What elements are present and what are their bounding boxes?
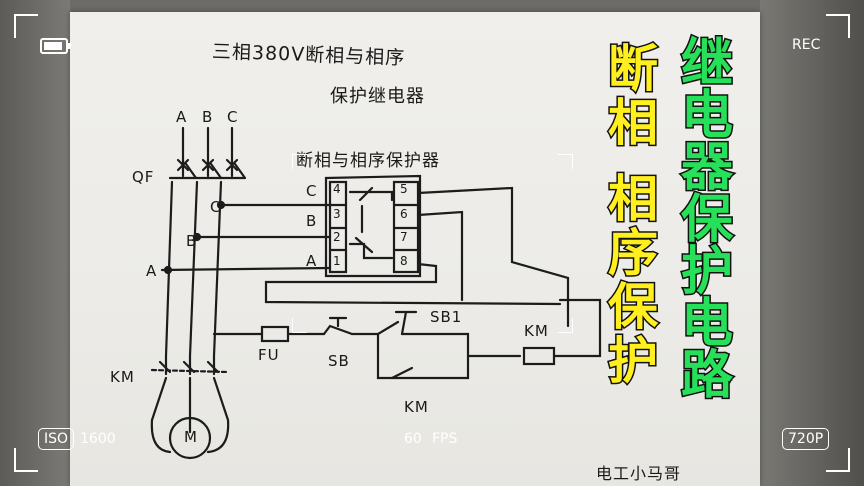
viewfinder-corner-tl [14,14,38,38]
terminal-2: 2 [333,230,342,244]
viewfinder-corner-br [826,448,850,472]
iso-value: 1600 [80,431,116,447]
overlay-green-char-5: 护 [679,242,734,302]
overlay-green-char-6: 电 [679,294,734,354]
wire-out-5 [416,186,570,328]
resolution-badge: 720P [782,428,830,450]
sb1-button [376,310,418,336]
wire-out-8 [264,262,562,306]
qf-x-b [201,158,215,172]
terminal-1: 1 [333,254,342,268]
module-label: 断相与相序保护器 [296,151,440,171]
module-box [324,174,422,278]
tap-c-label: C [210,198,222,216]
km-aux-contact [390,366,414,380]
overlay-green-char-2: 电 [679,86,734,146]
overlay-yellow-char-4: 序 [607,224,660,282]
terminal-4: 4 [333,182,342,196]
terminal-3: 3 [333,207,342,221]
module-input-c: C [306,182,318,200]
sb1-label: SB1 [430,308,463,326]
wire-out-6 [416,210,464,302]
terminal-8: 8 [400,254,409,268]
overlay-yellow-char-6: 护 [607,332,660,390]
fuse-fu [260,325,290,343]
fps-label: FPS [432,431,458,447]
overlay-yellow: 断 相 相 序 保 护 [606,40,660,390]
overlay-green-char-3: 器 [679,138,734,198]
tap-b-label: B [186,232,198,250]
signature: 电工小马哥 [596,464,682,483]
phase-c-label: C [227,108,239,126]
overlay-green-char-1: 继 [679,34,734,94]
sb-label: SB [328,352,350,370]
focus-corner-bl [292,318,307,333]
viewfinder-corner-bl [14,448,38,472]
tap-a-label: A [146,262,158,280]
motor-symbol [168,416,212,460]
focus-corner-tr [558,154,573,169]
phase-b-label: B [202,108,214,126]
focus-corner-br [558,318,573,333]
title-line-2: 保护继电器 [330,86,425,107]
km-coil-label: KM [524,322,549,340]
overlay-yellow-char-5: 保 [607,278,660,336]
qf-label: QF [132,168,155,186]
iso-badge: ISO [38,428,75,450]
terminal-5: 5 [400,182,409,196]
terminal-6: 6 [400,207,409,221]
motor-label: M [184,428,198,446]
overlay-yellow-char-2: 相 [607,94,660,152]
overlay-yellow-char-1: 断 [607,40,660,98]
phase-a-label: A [176,108,188,126]
background-right [760,0,864,486]
qf-blade-c [219,162,247,180]
qf-blade-b [194,162,223,180]
tap-a [160,266,332,272]
focus-corner-tl [292,154,307,169]
overlay-green-char-7: 路 [679,346,734,406]
km-motor-label: KM [110,368,135,386]
overlay-green-char-4: 保 [679,190,734,250]
sb-button [322,316,354,336]
overlay-green: 继 电 器 保 护 电 路 [676,34,738,406]
qf-x-c [225,158,239,172]
km-coil [522,346,556,366]
module-input-b: B [306,212,318,230]
rec-indicator: REC [792,37,821,53]
fu-label: FU [258,346,280,364]
qf-blade-a [168,162,198,180]
terminal-7: 7 [400,230,409,244]
fps-value: 60 [404,431,422,447]
overlay-yellow-char-3: 相 [607,170,660,228]
module-input-a: A [306,252,318,270]
km-contact-label: KM [404,398,429,416]
battery-icon [40,38,71,54]
viewfinder-corner-tr [826,14,850,38]
qf-x-a [176,158,190,172]
background-left [0,0,70,486]
